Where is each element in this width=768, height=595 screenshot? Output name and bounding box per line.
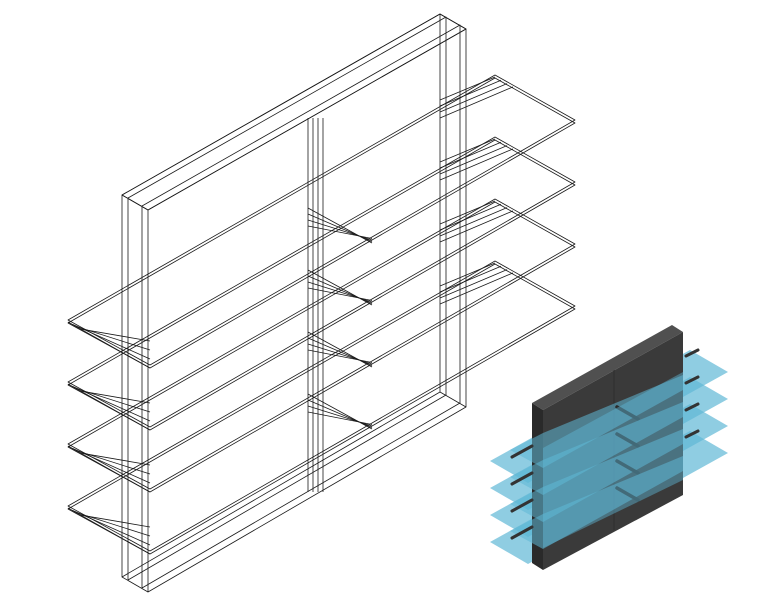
render-shelf-edge-left — [510, 525, 534, 540]
shelf-bracket-line-right — [439, 145, 508, 175]
panel-face-outline — [141, 24, 461, 589]
shelf-bracket-line-right — [439, 262, 496, 287]
render-shelf-edge-left — [510, 498, 534, 513]
panel-face-outline — [121, 13, 441, 578]
shelf-bracket-line-left — [81, 328, 151, 342]
shelf-underside-outline — [67, 201, 576, 493]
shelf-bracket-line-right — [439, 207, 508, 237]
shelf-bracket-line-right — [439, 138, 496, 163]
shelf-bracket-line-middle — [307, 287, 373, 301]
render-shelf-slot — [615, 459, 640, 475]
shelf-bracket-line-middle — [307, 225, 373, 239]
shelf-bracket-line-right — [439, 203, 502, 231]
shelf-outline — [67, 260, 576, 552]
shelf-bracket-line-left — [81, 514, 151, 528]
shelf-bracket-line-left — [81, 452, 151, 466]
shelf-outline — [67, 136, 576, 428]
shelf-bracket-line-right — [439, 76, 496, 101]
shelf-bracket-line-right — [439, 265, 502, 293]
render-glass-overlay — [543, 372, 683, 548]
shelf-outline — [67, 198, 576, 490]
shelf-underside-outline — [67, 77, 576, 369]
render-shelf-slot — [615, 405, 640, 421]
shelf-bracket-line-middle — [307, 349, 373, 363]
shelf-bracket-line-right — [439, 200, 496, 225]
shelf-bracket-line-left — [67, 321, 151, 369]
shelf-bracket-line-right — [439, 148, 514, 181]
shelf-bracket-line-right — [439, 210, 514, 243]
render-shelf-edge-left — [510, 471, 534, 486]
render-shelf-slot — [615, 486, 640, 502]
render-shelf-front — [510, 402, 683, 495]
panel-face-outline — [147, 28, 467, 593]
shelf-bracket-line-right — [439, 86, 514, 119]
shelf-bracket-line-right — [439, 79, 502, 107]
shelf-bracket-line-left — [67, 445, 151, 493]
shelf-bracket-line-left — [81, 390, 151, 404]
shelf-bracket-line-right — [439, 83, 508, 113]
render-shelf-edge-right — [684, 348, 700, 358]
render-panel-top — [532, 325, 683, 410]
render-shelf-front — [510, 375, 683, 468]
shelf-bracket-line-right — [439, 269, 508, 299]
render-shelf-edge-right — [684, 375, 700, 385]
render-shelf-front — [510, 429, 683, 522]
render-shelf-slot — [615, 432, 640, 448]
shelf-bracket-line-right — [439, 141, 502, 169]
panel-thickness-edge — [121, 576, 149, 593]
panel-top-edge — [121, 13, 467, 211]
render-shelf-edge-left — [510, 444, 534, 459]
shelf-underside-outline — [67, 139, 576, 431]
panel-thickness-edge — [439, 391, 467, 408]
wireframe-view — [67, 13, 576, 593]
shelf-bracket-line-middle — [307, 411, 373, 425]
shaded-render-view — [490, 325, 728, 570]
shelf-bracket-line-left — [67, 507, 151, 555]
shelf-outline — [67, 74, 576, 366]
shelf-bracket-line-left — [67, 383, 151, 431]
render-shelf-edge-right — [684, 402, 700, 412]
render-shelf-front — [510, 456, 683, 549]
render-shelf-edge-right — [684, 429, 700, 439]
shelf-bracket-line-right — [439, 272, 514, 305]
